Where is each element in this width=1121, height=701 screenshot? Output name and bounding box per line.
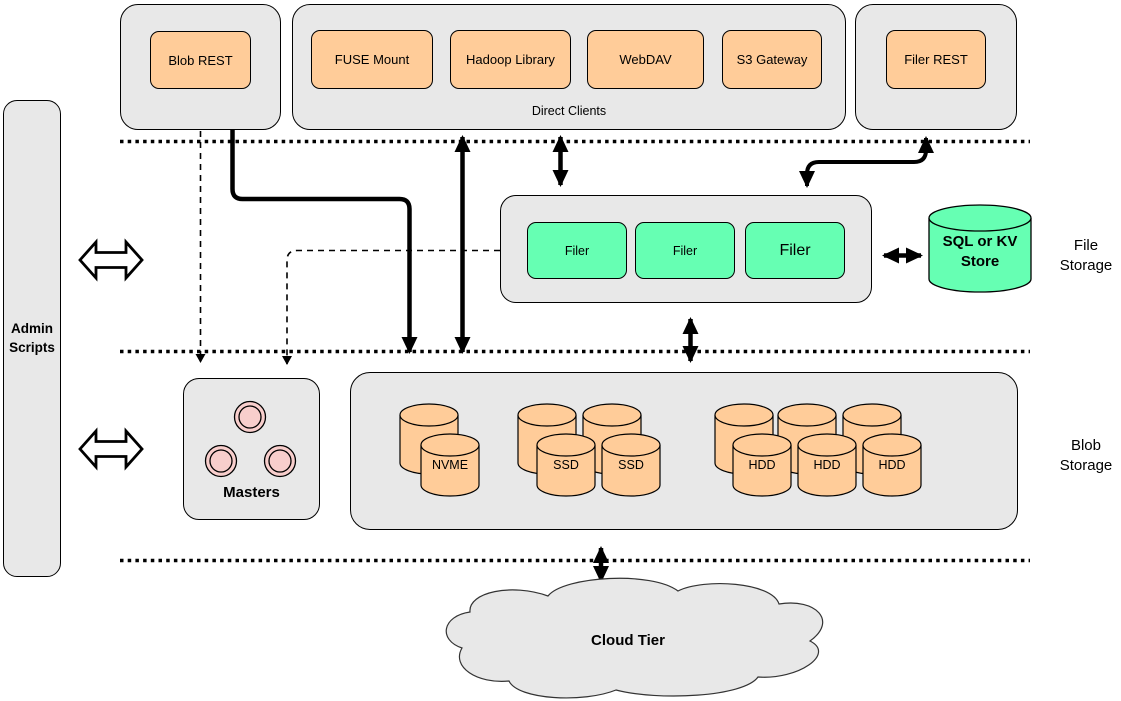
hdd-label-2: HDD [813, 457, 841, 472]
nvme-label: NVME [431, 457, 469, 472]
webdav-node: WebDAV [587, 30, 704, 89]
sql-kv-store-label: SQL or KV Store [942, 232, 1018, 270]
filer-rest-node: Filer REST [886, 30, 986, 89]
blob-rest-node: Blob REST [150, 31, 251, 89]
admin-scripts-label: Admin Scripts [9, 321, 55, 355]
s3-gateway-node: S3 Gateway [722, 30, 822, 89]
ssd-label-1: SSD [553, 457, 579, 472]
filer-node-2: Filer [635, 222, 735, 279]
admin-scripts-panel [3, 100, 61, 577]
filer-rest-to-filer-arrow [799, 136, 934, 188]
filer-node-3: Filer [745, 222, 845, 279]
filer-to-masters-dashed-arrow [282, 249, 500, 365]
hdd-label-1: HDD [748, 457, 776, 472]
filer-node-1: Filer [527, 222, 627, 279]
cloud-tier-label: Cloud Tier [591, 631, 665, 649]
blob-storage-section-label: Blob Storage [1059, 436, 1113, 474]
volume-servers-group [350, 372, 1018, 530]
admin-file-storage-double-arrow-icon [78, 238, 144, 282]
blob-rest-to-volume-arrow [230, 130, 418, 354]
file-storage-section-label: File Storage [1059, 236, 1113, 274]
admin-blob-storage-double-arrow-icon [78, 427, 144, 471]
direct-clients-caption: Direct Clients [531, 103, 607, 118]
masters-label: Masters [223, 483, 280, 501]
fuse-mount-node: FUSE Mount [311, 30, 433, 89]
hdd-label-3: HDD [878, 457, 906, 472]
hadoop-library-node: Hadoop Library [450, 30, 571, 89]
ssd-label-2: SSD [618, 457, 644, 472]
